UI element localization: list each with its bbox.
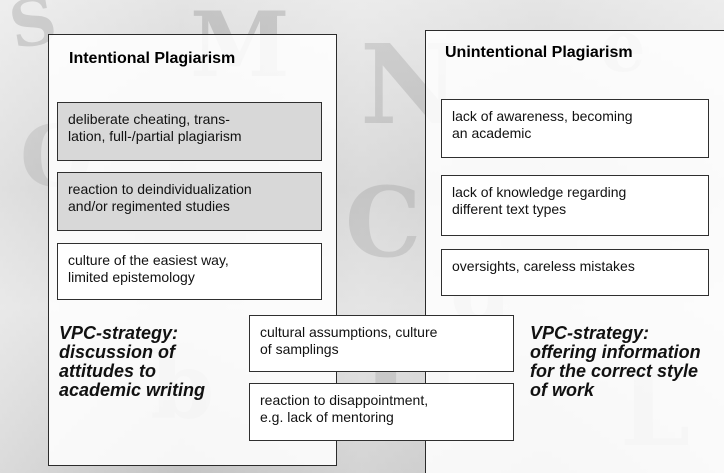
unintentional-plagiarism-heading: Unintentional Plagiarism: [445, 44, 633, 61]
intentional-plagiarism-heading: Intentional Plagiarism: [69, 50, 236, 67]
unintentional-item-2-line-2: different text types: [452, 200, 567, 217]
intentional-strategy-line-4: academic writing: [59, 379, 206, 400]
unintentional-item-1-line-2: an academic: [452, 124, 532, 141]
intentional-strategy-line-2: discussion of: [59, 341, 176, 362]
shared-item-2-line-2: e.g. lack of mentoring: [260, 408, 394, 425]
unintentional-item-1-line-1: lack of awareness, becoming: [452, 108, 633, 124]
shared-item-1-line-2: of samplings: [260, 340, 339, 357]
shared-item-1-line-1: cultural assumptions, culture: [260, 324, 438, 340]
background-letter-c: C: [345, 166, 422, 279]
intentional-item-1-line-2: lation, full-/partial plagiarism: [68, 127, 242, 144]
unintentional-strategy-line-2: offering information: [530, 341, 701, 362]
intentional-item-3: culture of the easiest way, limited epis…: [57, 243, 322, 300]
unintentional-strategy-text: VPC-strategy: offering information for t…: [530, 324, 710, 400]
intentional-item-2-line-1: reaction to deindividualization: [68, 181, 252, 197]
unintentional-strategy-line-1: VPC-strategy:: [530, 323, 650, 343]
shared-item-2: reaction to disappointment, e.g. lack of…: [249, 383, 514, 441]
shared-item-1: cultural assumptions, culture of samplin…: [249, 315, 514, 372]
unintentional-item-2-line-1: lack of knowledge regarding: [452, 184, 627, 200]
intentional-strategy-line-1: VPC-strategy:: [59, 323, 179, 343]
intentional-item-2: reaction to deindividualization and/or r…: [57, 172, 322, 231]
unintentional-strategy-line-3: for the correct style: [530, 360, 699, 381]
unintentional-item-3: oversights, careless mistakes: [441, 249, 709, 296]
shared-item-2-line-1: reaction to disappointment,: [260, 392, 429, 408]
intentional-item-2-line-2: and/or regimented studies: [68, 197, 230, 214]
unintentional-item-1: lack of awareness, becoming an academic: [441, 99, 709, 158]
intentional-item-3-line-2: limited epistemology: [68, 268, 195, 285]
intentional-strategy-line-3: attitudes to: [59, 360, 156, 381]
intentional-item-1-line-1: deliberate cheating, trans-: [68, 111, 230, 127]
intentional-strategy-text: VPC-strategy: discussion of attitudes to…: [59, 324, 229, 400]
intentional-item-1: deliberate cheating, trans- lation, full…: [57, 102, 322, 161]
intentional-item-3-line-1: culture of the easiest way,: [68, 252, 229, 268]
unintentional-strategy-line-4: of work: [530, 379, 595, 400]
unintentional-item-3-line-1: oversights, careless mistakes: [452, 258, 635, 274]
unintentional-item-2: lack of knowledge regarding different te…: [441, 175, 709, 236]
